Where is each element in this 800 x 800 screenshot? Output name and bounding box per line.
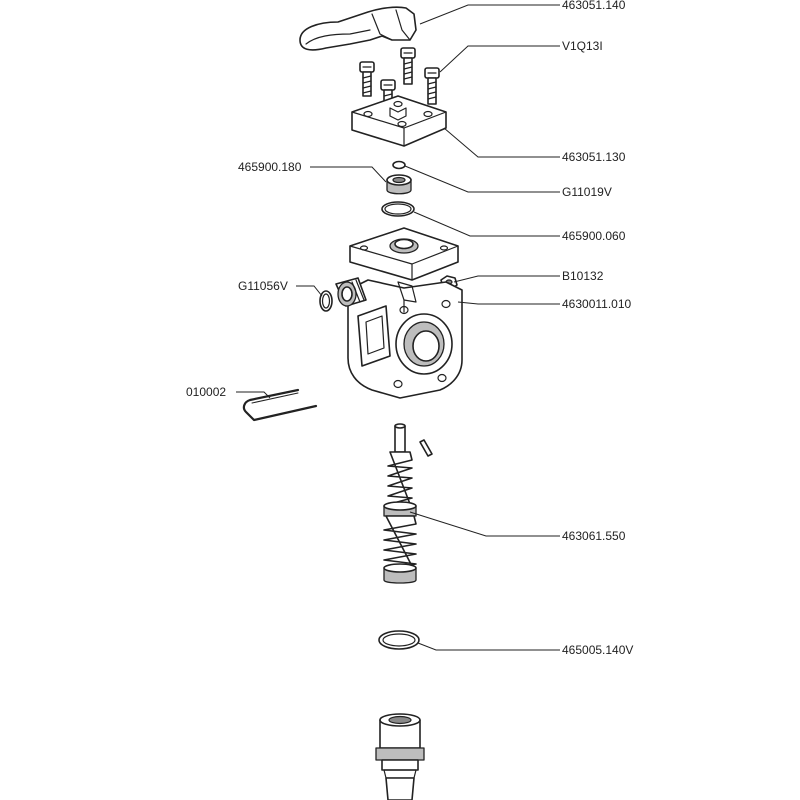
pin-part	[419, 439, 433, 457]
callout-lower-oring: 465005.140V	[562, 643, 633, 657]
callout-screws: V1Q13I	[562, 39, 603, 53]
callout-side-oring: G11056V	[238, 279, 288, 293]
callout-upper-oring: 465900.060	[562, 229, 626, 243]
side-oring-part	[319, 290, 333, 312]
callout-body: 4630011.010	[562, 297, 632, 311]
hose-fitting-part	[375, 713, 425, 800]
callout-handle: 463051.140	[562, 0, 626, 12]
handle-part	[299, 6, 417, 51]
upper-oring-part	[381, 201, 415, 217]
callout-wire-clip: 010002	[186, 385, 226, 399]
callout-labels: 463051.140 V1Q13I 463051.130 465900.180 …	[186, 0, 633, 657]
lower-oring-part	[378, 630, 420, 650]
cover-plate-part	[351, 95, 447, 147]
callout-cover-plate: 463051.130	[562, 150, 626, 164]
callout-spindle: 463061.550	[562, 529, 626, 543]
leader-lines	[236, 4, 560, 651]
spindle-part	[383, 423, 417, 584]
callout-nut: B10132	[562, 269, 604, 283]
callout-small-oring: G11019V	[562, 185, 612, 199]
callout-seat: 465900.180	[238, 160, 302, 174]
seat-part	[386, 174, 412, 195]
small-oring-part	[392, 160, 406, 170]
wire-clip-part	[242, 388, 318, 422]
valve-body-part	[335, 227, 463, 399]
